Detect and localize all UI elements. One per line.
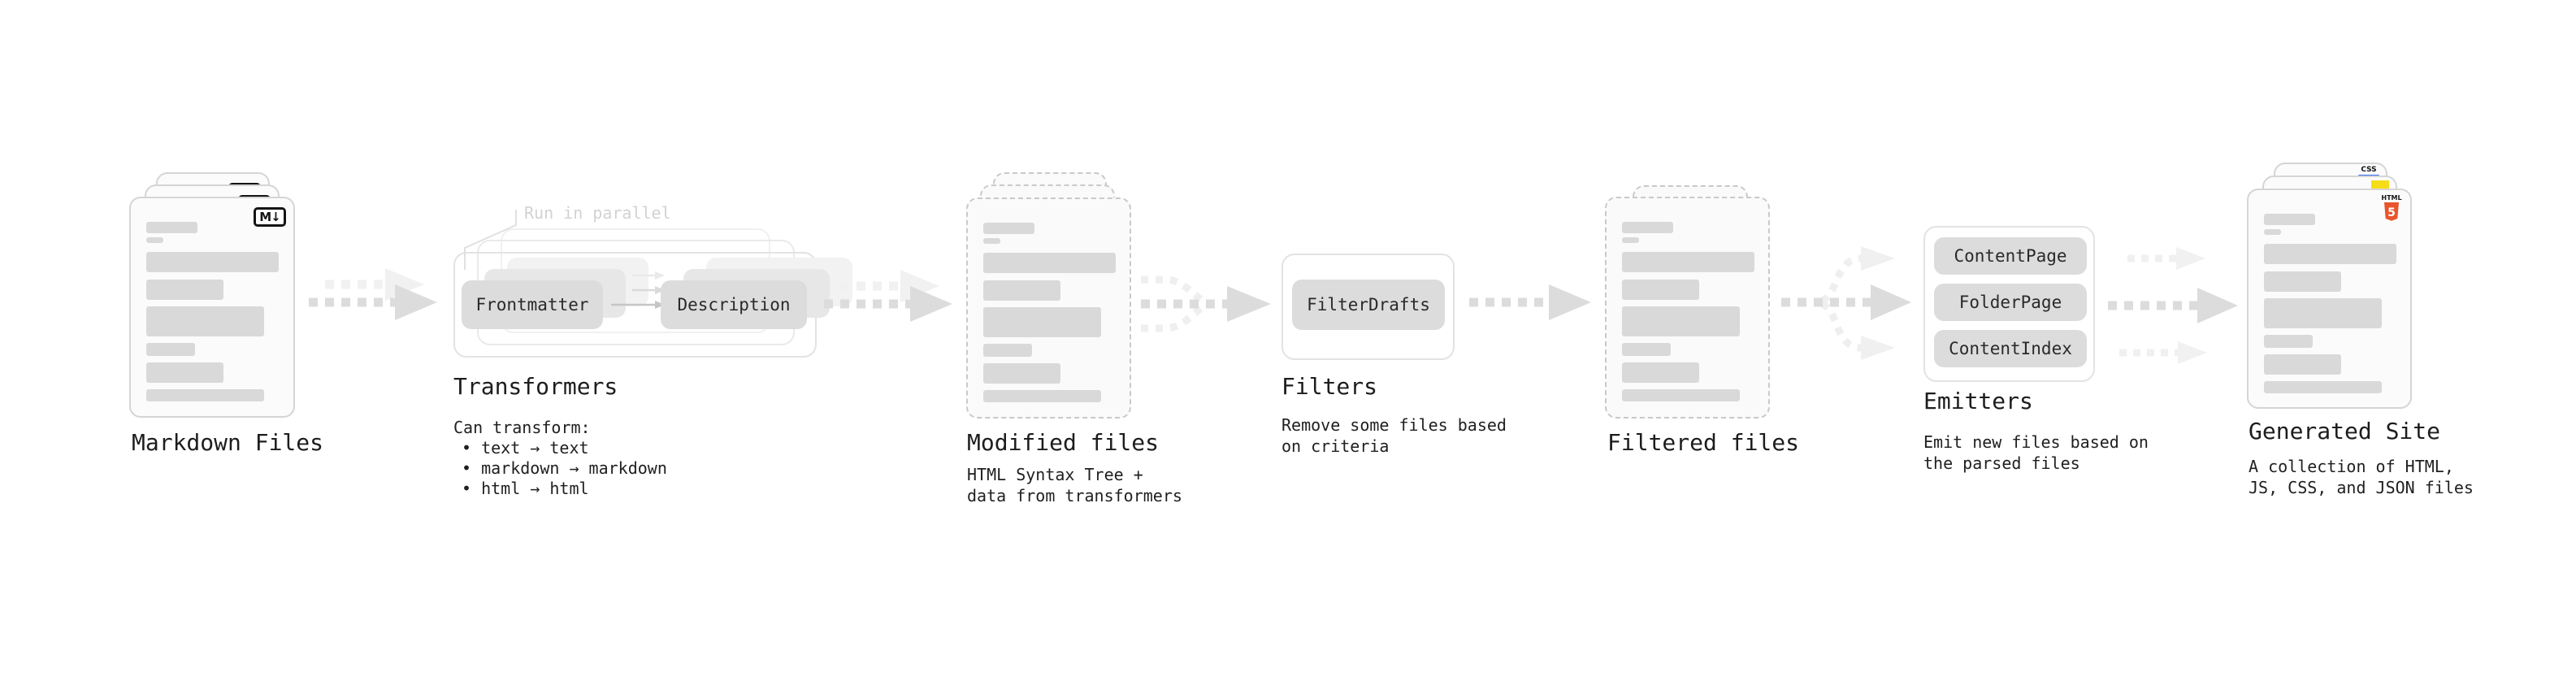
desc-line: data from transformers [967, 486, 1182, 505]
skeleton-bar [983, 363, 1060, 384]
modified-files-description: HTML Syntax Tree + data from transformer… [967, 464, 1182, 506]
arrow-transformers-to-modified [824, 270, 952, 322]
html5-icon: HTML 5 [2381, 194, 2402, 221]
emitter-pill-label: ContentPage [1954, 246, 2067, 266]
skeleton-bar [983, 390, 1101, 402]
generated-file-card-front: HTML 5 [2247, 189, 2412, 409]
svg-text:5: 5 [2387, 206, 2396, 219]
desc-line: on criteria [1281, 436, 1390, 456]
transformer-step-arrows [611, 271, 665, 309]
frontmatter-pill: Frontmatter [462, 280, 603, 329]
css-icon-label: CSS [2361, 166, 2377, 174]
skeleton-bar [1622, 252, 1754, 272]
desc-line: • markdown → markdown [462, 458, 667, 478]
transformers-label: Transformers [453, 373, 618, 400]
filtered-files-label: Filtered files [1607, 429, 1800, 456]
arrow-filters-to-filtered [1469, 284, 1591, 320]
filterdrafts-pill: FilterDrafts [1292, 280, 1445, 330]
skeleton-bar [1622, 306, 1740, 336]
run-in-parallel-leader-line [464, 210, 517, 270]
skeleton-bar [146, 252, 279, 272]
skeleton-bar [146, 389, 264, 401]
skeleton-bar [146, 237, 163, 243]
skeleton-bar [146, 343, 195, 356]
arrow-filtered-to-emitters [1781, 246, 1911, 360]
skeleton-bar [2264, 271, 2341, 292]
skeleton-bar [1622, 343, 1671, 356]
skeleton-bar [2264, 354, 2341, 375]
modified-file-card-front [966, 197, 1131, 419]
desc-line: the parsed files [1923, 453, 2080, 473]
arrow-modified-to-filters [1141, 275, 1271, 332]
desc-line: • text → text [462, 438, 589, 458]
skeleton-bar [146, 306, 264, 336]
skeleton-bar [2264, 298, 2382, 328]
transformers-description: Can transform: • text → text • markdown … [453, 418, 667, 499]
skeleton-bar [983, 280, 1060, 301]
skeleton-bar [1622, 389, 1740, 401]
desc-line: A collection of HTML, [2249, 457, 2454, 476]
desc-line: Emit new files based on [1923, 432, 2149, 452]
skeleton-bar [983, 344, 1032, 357]
skeleton-bar [2264, 381, 2382, 393]
skeleton-bar [1622, 280, 1699, 300]
skeleton-bar [2264, 244, 2396, 264]
desc-line: Remove some files based [1281, 415, 1507, 435]
skeleton-bar [983, 253, 1116, 273]
skeleton-bar [983, 307, 1101, 337]
desc-line: • html → html [462, 479, 589, 498]
emitter-pill-label: ContentIndex [1949, 339, 2072, 358]
filters-label: Filters [1281, 373, 1378, 400]
filters-description: Remove some files based on criteria [1281, 414, 1507, 457]
skeleton-bar [146, 362, 223, 383]
skeleton-bar [1622, 237, 1639, 243]
skeleton-bar [2264, 214, 2315, 225]
svg-text:HTML: HTML [2381, 194, 2401, 202]
skeleton-bar [146, 280, 223, 300]
emitter-pill-label: FolderPage [1958, 293, 2062, 312]
arrow-emitters-to-generated [2108, 247, 2238, 364]
filterdrafts-pill-label: FilterDrafts [1307, 295, 1430, 314]
run-in-parallel-note: Run in parallel [524, 203, 671, 223]
description-pill: Description [661, 280, 807, 329]
desc-line: HTML Syntax Tree + [967, 465, 1143, 484]
description-pill-label: Description [677, 295, 791, 314]
markdown-files-label: Markdown Files [132, 429, 324, 456]
desc-line: JS, CSS, and JSON files [2249, 478, 2474, 497]
emitters-description: Emit new files based on the parsed files [1923, 432, 2149, 474]
emitter-pill-contentpage: ContentPage [1934, 237, 2087, 275]
emitter-pill-contentindex: ContentIndex [1934, 330, 2087, 367]
arrow-markdown-to-transformers [309, 268, 437, 320]
modified-files-label: Modified files [967, 429, 1160, 456]
skeleton-bar [1622, 362, 1699, 383]
skeleton-bar [2264, 335, 2313, 348]
filtered-file-card-front [1605, 197, 1770, 419]
desc-line: Can transform: [453, 418, 591, 437]
markdown-icon: M↓ [254, 207, 286, 227]
generated-site-description: A collection of HTML, JS, CSS, and JSON … [2249, 456, 2474, 498]
generated-site-label: Generated Site [2249, 418, 2441, 445]
skeleton-bar [983, 223, 1034, 234]
skeleton-bar [2264, 229, 2281, 235]
skeleton-bar [983, 238, 1000, 244]
skeleton-bar [146, 222, 197, 233]
markdown-icon-label: M↓ [259, 210, 280, 224]
skeleton-bar [1622, 222, 1673, 233]
emitters-label: Emitters [1923, 388, 2033, 414]
markdown-file-card-front: M↓ [129, 197, 295, 418]
emitter-pill-folderpage: FolderPage [1934, 284, 2087, 321]
frontmatter-pill-label: Frontmatter [475, 295, 589, 314]
